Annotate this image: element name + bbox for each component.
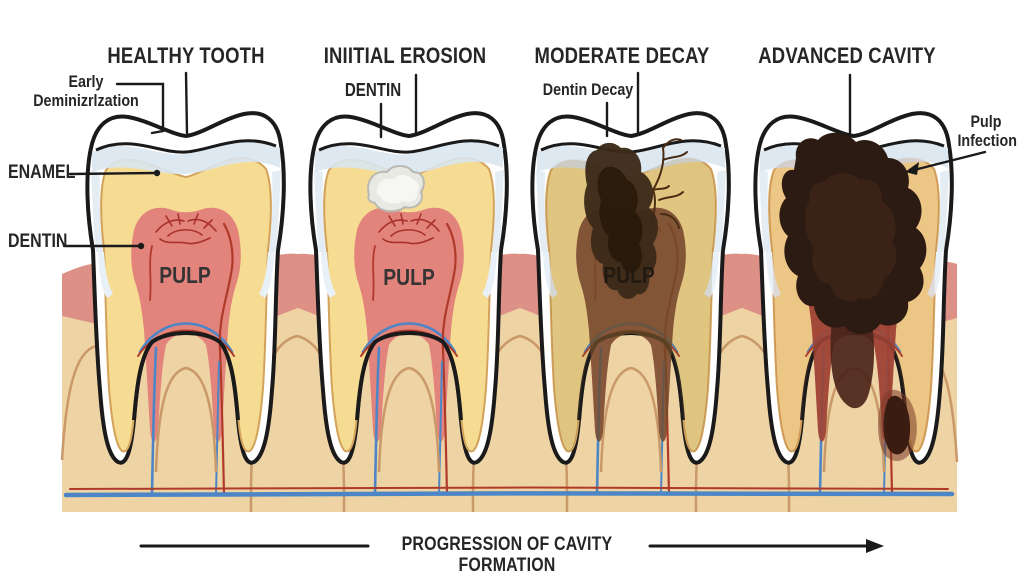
- root-abscess: [883, 395, 911, 455]
- tooth-initial-erosion: [310, 113, 506, 494]
- annotation-dentin-decay: Dentin Decay: [542, 80, 634, 99]
- jaw-bone: [62, 308, 957, 512]
- annotation-pulp-infection: Pulp Infection: [957, 112, 1017, 151]
- pulp-label-healthy: PULP: [159, 262, 211, 288]
- stage-title-healthy: HEALTHY TOOTH: [107, 43, 265, 68]
- leader-lines: [62, 71, 987, 248]
- pulp-label-initial-erosion: PULP: [383, 264, 435, 290]
- tooth-moderate-decay: [532, 113, 728, 494]
- annotation-dentin: DENTIN: [344, 80, 402, 100]
- blood-vessels-horizontal: [63, 486, 955, 498]
- leader-dots: [137, 169, 161, 250]
- pulp-infection-arrowhead: [905, 162, 919, 175]
- stage-title-initial-erosion: INIITIAL EROSION: [323, 43, 487, 68]
- label-enamel: ENAMEL: [8, 162, 76, 183]
- stage-title-moderate-decay: MODERATE DECAY: [534, 43, 710, 68]
- annotation-early-demineralization: Early Deminizrlzation: [33, 72, 139, 111]
- progression-caption: PROGRESSION OF CAVITY FORMATION: [401, 534, 613, 577]
- label-dentin: DENTIN: [8, 231, 68, 252]
- stage-title-advanced-cavity: ADVANCED CAVITY: [758, 43, 936, 68]
- pulp-infection-track: [830, 318, 875, 409]
- pulp-label-moderate-decay: PULP: [603, 262, 655, 288]
- tooth-advanced-cavity: [755, 113, 951, 494]
- arrowhead-right: [866, 539, 884, 553]
